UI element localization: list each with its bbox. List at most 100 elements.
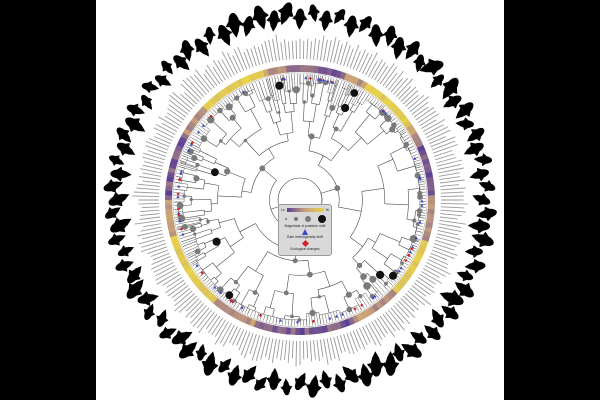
fish-silhouette-icon: [382, 25, 398, 47]
tip-label: [435, 157, 457, 164]
node-arc: [239, 128, 262, 147]
tip-label: [313, 38, 317, 60]
shift-node: [265, 96, 271, 102]
internal-branch: [310, 85, 312, 96]
internal-branch: [181, 180, 196, 183]
tip-branch: [191, 261, 198, 265]
trait-ring-segment: [176, 140, 186, 148]
tip-label: [438, 172, 460, 177]
fish-silhouette-icon: [159, 326, 177, 339]
tip-branch: [335, 310, 340, 320]
tip-branch: [414, 233, 421, 237]
tip-label: [316, 40, 320, 61]
tip-label: [440, 184, 460, 187]
tip-label: [221, 51, 235, 76]
clade-arc: [236, 301, 243, 306]
shift-node: [200, 135, 208, 142]
fish-silhouette-icon: [266, 10, 282, 32]
trait-ring-segment: [165, 204, 173, 210]
tip-label: [402, 295, 419, 311]
trait-ring-segment: [312, 326, 319, 335]
fish-silhouette-icon: [217, 24, 233, 47]
tip-label: [204, 69, 218, 87]
tip-label: [233, 48, 245, 71]
internal-branch: [367, 237, 376, 243]
trait-ring-segment: [308, 65, 315, 73]
blue-triangle-icon: [418, 175, 422, 179]
trait-ring-segment: [220, 303, 229, 312]
tip-label: [362, 54, 373, 74]
fish-silhouette-icon: [381, 351, 400, 376]
fish-silhouette-icon: [280, 378, 293, 396]
tip-label: [415, 107, 435, 121]
trait-ring-segment: [182, 263, 192, 272]
trait-ring-segment: [165, 190, 173, 196]
shift-node: [391, 122, 397, 128]
blue-triangle-icon: [201, 123, 205, 127]
red-diamond-icon: [179, 227, 184, 231]
trait-ring-segment: [199, 105, 209, 115]
tip-branch: [181, 157, 187, 161]
internal-branch: [286, 274, 290, 293]
internal-branch: [196, 169, 215, 176]
fish-silhouette-icon: [252, 5, 269, 30]
trait-ring-segment: [224, 305, 233, 315]
tip-label: [352, 330, 361, 349]
internal-branch: [283, 103, 286, 113]
shift-node: [384, 281, 388, 286]
tip-branch: [344, 83, 350, 95]
tip-branch: [413, 159, 420, 163]
shift-node: [416, 208, 423, 214]
node-arc: [398, 237, 403, 246]
blue-triangle-icon: [240, 305, 244, 309]
legend-rate-label: Rate heterogeneity shift: [287, 235, 323, 239]
tip-label: [355, 329, 366, 350]
fish-silhouette-icon: [266, 367, 282, 390]
tip-label: [249, 333, 257, 355]
tip-branch: [402, 261, 409, 266]
tip-label: [440, 191, 464, 194]
node-arc: [379, 125, 387, 135]
trait-ring-segment: [304, 327, 310, 335]
tip-label: [172, 92, 193, 110]
tip-branch: [345, 311, 348, 317]
trait-ring-segment: [381, 295, 391, 304]
tip-label: [393, 305, 411, 325]
fish-silhouette-icon: [430, 308, 444, 328]
node-arc: [318, 165, 340, 208]
internal-branch: [186, 159, 198, 165]
tip-branch: [205, 279, 211, 284]
fish-silhouette-icon: [115, 258, 134, 272]
tip-branch: [416, 227, 423, 230]
tip-branch: [388, 278, 395, 284]
tip-branch: [377, 104, 383, 110]
tip-label: [276, 339, 281, 359]
tip-label: [222, 324, 235, 347]
tip-label: [166, 112, 183, 124]
internal-branch: [230, 138, 240, 147]
shift-nodes: [176, 79, 423, 322]
internal-branch: [319, 83, 325, 105]
node-arc: [337, 105, 341, 107]
trait-ring-segment: [232, 310, 240, 320]
tip-branch: [235, 91, 240, 97]
shift-node: [211, 168, 219, 177]
tip-label: [166, 276, 183, 288]
tip-label: [189, 75, 207, 95]
tip-branch: [181, 236, 196, 243]
tip-label: [429, 136, 446, 145]
tip-label: [211, 317, 224, 336]
tip-label: [407, 290, 425, 306]
tip-branch: [177, 169, 184, 172]
tip-label: [243, 51, 251, 69]
trait-ring-segment: [202, 102, 212, 112]
internal-branch: [324, 271, 331, 287]
tip-branch: [311, 74, 313, 86]
internal-branch: [403, 255, 406, 258]
tip-label: [431, 140, 456, 151]
tip-label: [319, 339, 324, 358]
internal-branch: [245, 140, 260, 156]
shift-node: [189, 225, 197, 232]
red-diamond-icon: [301, 239, 309, 248]
tip-branch: [338, 309, 343, 319]
